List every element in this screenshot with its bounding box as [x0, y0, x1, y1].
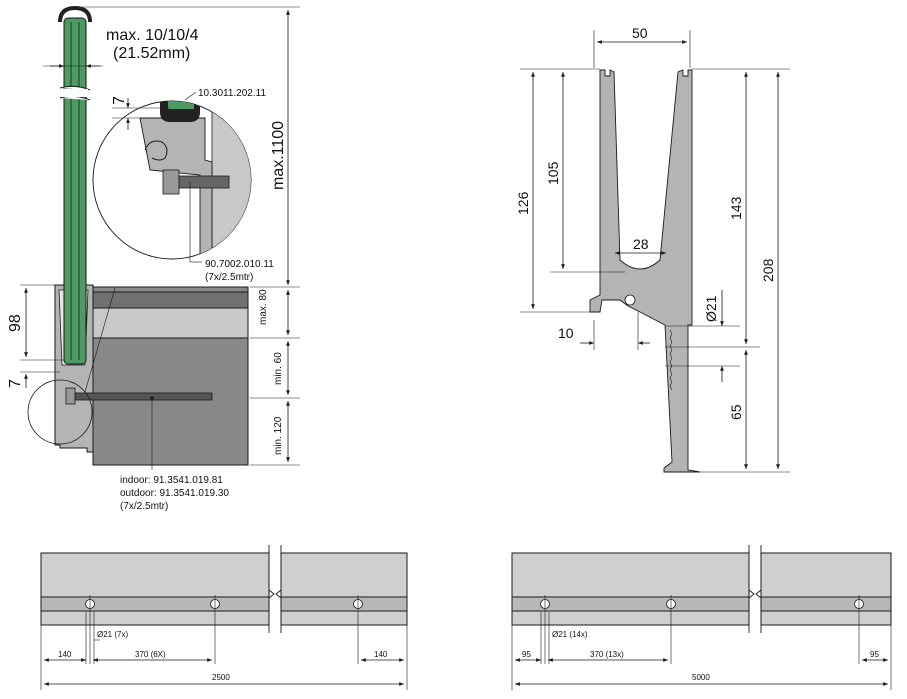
rail-short-length-label: 2500 — [212, 673, 230, 682]
wall-screed — [92, 307, 249, 339]
outer-height-label: 126 — [515, 191, 531, 215]
inner-height-label: 105 — [545, 161, 561, 185]
profile-serration — [669, 329, 673, 391]
mount-height-label: 143 — [728, 196, 744, 220]
rail-long-break-right — [755, 545, 762, 633]
rail-short-body-left — [40, 552, 270, 626]
detail-clip — [144, 140, 168, 161]
detail-magnifier: 7 10.3011.202.11 90.7002.010.11 (7x/2.5m… — [92, 88, 274, 283]
rail-long-body-left — [511, 552, 750, 626]
wall-label-2: min. 60 — [273, 352, 284, 385]
rail-long-pitch-label: 370 (13x) — [590, 650, 624, 659]
detail-gap-label: 7 — [111, 96, 128, 105]
glass-break-gap — [62, 89, 88, 97]
hole-dia-label: Ø21 — [703, 295, 719, 322]
flange-label: 10 — [558, 325, 574, 341]
rail-short-hole-label: Ø21 (7x) — [97, 630, 128, 639]
detail-glass — [168, 101, 194, 109]
height-label: max.1100 — [270, 121, 287, 190]
rail-long-end-right-label: 95 — [870, 650, 879, 659]
anchor-part-indoor: indoor: 91.3541.019.81 — [120, 475, 223, 486]
rail-short-end-left-label: 140 — [58, 650, 72, 659]
glass-panel — [63, 17, 87, 365]
detail-link-line — [84, 287, 116, 393]
profile-shape — [589, 69, 701, 473]
rail-short-strip-right — [280, 596, 408, 612]
wall-label-3: min. 120 — [273, 416, 284, 455]
bolt-part-qty: (7x/2.5mtr) — [205, 272, 253, 283]
rail-short-strip-left — [40, 596, 270, 612]
wall-top-layer — [92, 291, 249, 309]
rail-long-strip-right — [760, 596, 892, 612]
rail-short-body-right — [280, 552, 408, 626]
bottom-height-label: 65 — [728, 404, 744, 420]
total-height-label: 208 — [760, 258, 776, 282]
rail-short: Ø21 (7x) 140 370 (6X) 140 2500 — [40, 545, 408, 690]
anchor-part-outdoor: outdoor: 91.3541.019.30 — [120, 488, 229, 499]
channel-label: 28 — [633, 236, 649, 252]
top-part-leader — [184, 91, 197, 101]
rail-long-body-right — [760, 552, 892, 626]
rail-long-end-left-label: 95 — [522, 650, 531, 659]
anchor-part-qty: (7x/2.5mtr) — [120, 501, 168, 512]
profile-view: 50 28 126 105 10 Ø21 143 65 — [515, 25, 790, 473]
rail-long-hole-label: Ø21 (14x) — [552, 630, 588, 639]
width-label: 50 — [632, 25, 648, 41]
glass-cap — [58, 6, 92, 22]
wall-concrete — [92, 337, 249, 466]
rail-long: Ø21 (14x) 95 370 (13x) 95 5000 — [511, 545, 892, 690]
glass-thickness-mm: (21.52mm) — [113, 45, 190, 62]
insert-depth-label: 98 — [7, 314, 24, 332]
detail-circle-small — [27, 379, 93, 445]
rail-short-pitch-label: 370 (6X) — [135, 650, 166, 659]
detail-bolt — [178, 175, 230, 189]
bottom-gap-label: 7 — [7, 379, 24, 388]
profile-clip-hole — [624, 294, 636, 306]
section-view: max. 10/10/4 (21.52mm) max.1100 max. 80 … — [7, 6, 300, 512]
glass-thickness-label: max. 10/10/4 — [106, 27, 199, 44]
rail-short-break-right — [275, 545, 282, 633]
rail-long-length-label: 5000 — [692, 673, 710, 682]
bolt-nut — [65, 387, 76, 405]
anchor-leader-dot — [150, 396, 154, 400]
rail-short-break-left — [268, 545, 275, 633]
anchor-bolt — [74, 392, 213, 401]
rail-short-end-right-label: 140 — [374, 650, 388, 659]
rail-long-break-left — [748, 545, 755, 633]
detail-nut — [162, 169, 180, 195]
top-part-label: 10.3011.202.11 — [198, 88, 266, 99]
wall-label-1: max. 80 — [258, 289, 269, 325]
bolt-part-number: 90.7002.010.11 — [205, 259, 274, 270]
